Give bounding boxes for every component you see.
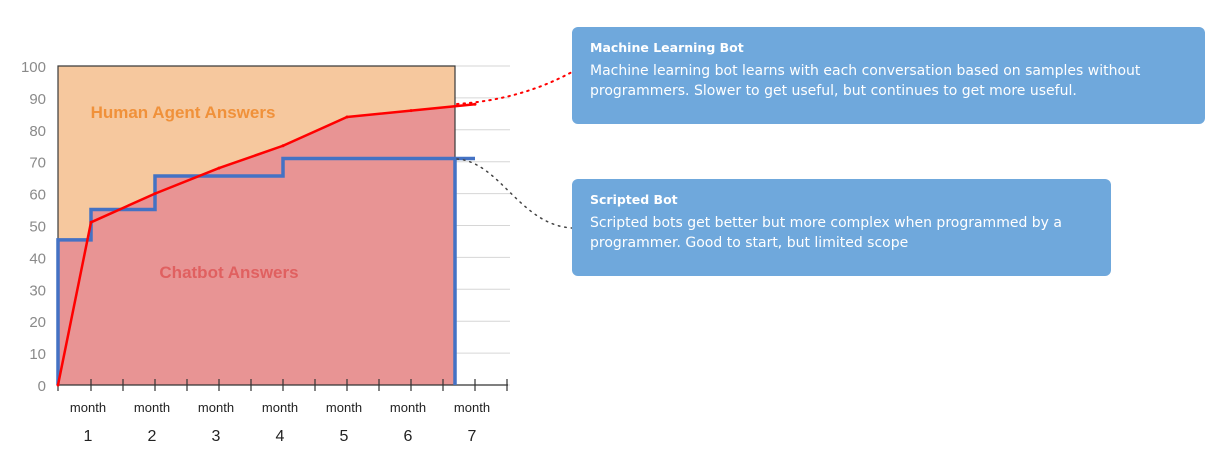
x-tick-label-month: month (390, 400, 426, 415)
scripted-bot-callout: Scripted Bot Scripted bots get better bu… (572, 179, 1111, 276)
x-tick-label-month: month (198, 400, 234, 415)
machine-learning-bot-description: Machine learning bot learns with each co… (590, 63, 1141, 99)
x-tick-label-month: month (454, 400, 490, 415)
y-tick-label: 50 (29, 219, 46, 236)
y-tick-label: 60 (29, 187, 46, 204)
chatbot-answers-area (58, 106, 455, 386)
y-tick-label: 10 (29, 346, 46, 363)
scripted-bot-description: Scripted bots get better but more comple… (590, 215, 1062, 251)
region-labels: Human Agent Answers Chatbot Answers (91, 103, 299, 282)
x-tick-label-number: 6 (404, 428, 413, 445)
x-tick-label-month: month (134, 400, 170, 415)
series-lines (56, 102, 477, 387)
machine-learning-point (217, 166, 221, 170)
y-tick-label: 70 (29, 155, 46, 172)
y-tick-label: 0 (38, 378, 46, 395)
y-tick-label: 90 (29, 91, 46, 108)
x-tick-label-number: 7 (468, 428, 477, 445)
machine-learning-point (409, 109, 413, 113)
x-tick-label-number: 4 (276, 428, 285, 445)
x-tick-label-number: 5 (340, 428, 349, 445)
chatbot-answers-label: Chatbot Answers (159, 263, 298, 282)
y-tick-label: 30 (29, 282, 46, 299)
scripted-bot-connector (456, 158, 573, 229)
x-tick-label-number: 2 (148, 428, 157, 445)
x-tick-label-month: month (262, 400, 298, 415)
human-agent-answers-label: Human Agent Answers (91, 103, 276, 122)
callout-connectors (456, 71, 573, 229)
scripted-bot-line (56, 156, 475, 385)
machine-learning-point (345, 115, 349, 119)
area-regions (58, 66, 455, 386)
machine-learning-point (56, 383, 60, 387)
scripted-bot-title: Scripted Bot (590, 192, 678, 207)
machine-learning-point (89, 220, 93, 224)
machine-learning-point (281, 144, 285, 148)
x-tick-label-number: 3 (212, 428, 221, 445)
y-tick-label: 100 (21, 59, 46, 76)
y-tick-label: 80 (29, 123, 46, 140)
machine-learning-point (153, 192, 157, 196)
machine-learning-bot-title: Machine Learning Bot (590, 40, 744, 55)
machine-learning-bot-callout: Machine Learning Bot Machine learning bo… (572, 27, 1205, 124)
machine-learning-bot-line (56, 103, 476, 386)
machine-learning-point (473, 102, 477, 106)
x-tick-label-month: month (70, 400, 106, 415)
y-tick-label: 20 (29, 314, 46, 331)
x-tick-label-number: 1 (84, 428, 93, 445)
machine-learning-connector (456, 71, 573, 105)
y-tick-label: 40 (29, 250, 46, 267)
x-tick-label-month: month (326, 400, 362, 415)
